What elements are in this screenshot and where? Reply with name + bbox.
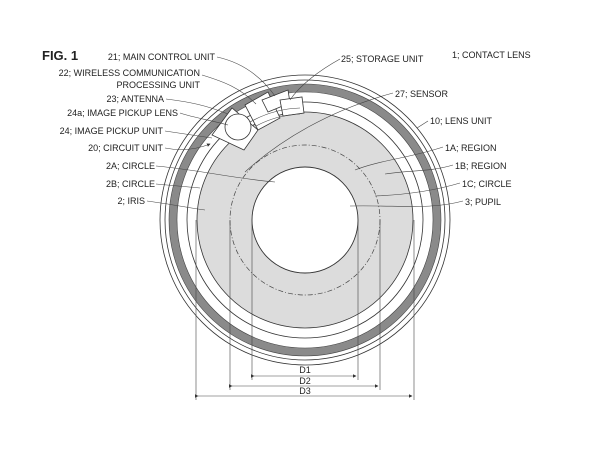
d3-label: D3 bbox=[299, 386, 311, 396]
label-lens-unit: 10; LENS UNIT bbox=[430, 116, 493, 126]
label-wireless-communication: 22; WIRELESS COMMUNICATION bbox=[59, 68, 200, 78]
d1-label: D1 bbox=[299, 365, 311, 375]
leader-lines bbox=[146, 56, 464, 211]
label-iris: 2; IRIS bbox=[117, 196, 145, 206]
circle-2b bbox=[186, 101, 424, 339]
antenna-arc-inner bbox=[255, 113, 301, 127]
d2-label: D2 bbox=[299, 376, 311, 386]
label-circle-2b: 2B; CIRCLE bbox=[106, 179, 155, 189]
antenna-arc bbox=[249, 107, 301, 123]
lens-drawing: D1 D2 D3 bbox=[159, 74, 451, 400]
pupil bbox=[251, 166, 359, 274]
label-processing-unit: PROCESSING UNIT bbox=[116, 80, 200, 90]
dimension-lines: D1 D2 D3 bbox=[195, 220, 415, 400]
labels: FIG. 1 21; MAIN CONTROL UNIT 22; WIRELES… bbox=[42, 48, 531, 207]
label-sensor: 27; SENSOR bbox=[395, 89, 449, 99]
figure-title: FIG. 1 bbox=[42, 48, 78, 63]
label-antenna: 23; ANTENNA bbox=[106, 94, 164, 104]
outer-circle bbox=[159, 74, 451, 366]
label-contact-lens: 1; CONTACT LENS bbox=[452, 50, 531, 60]
label-image-pickup-unit: 24; IMAGE PICKUP UNIT bbox=[60, 126, 164, 136]
label-pupil: 3; PUPIL bbox=[465, 197, 501, 207]
label-region-1b: 1B; REGION bbox=[455, 161, 507, 171]
image-pickup-lens bbox=[224, 113, 252, 141]
label-circle-1c: 1C; CIRCLE bbox=[462, 179, 512, 189]
label-main-control-unit: 21; MAIN CONTROL UNIT bbox=[108, 52, 216, 62]
band-outer-edge bbox=[168, 83, 442, 357]
storage-unit-box bbox=[279, 96, 305, 117]
label-circuit-unit: 20; CIRCUIT UNIT bbox=[88, 143, 163, 153]
lens-unit-circle bbox=[164, 79, 446, 361]
label-storage-unit: 25; STORAGE UNIT bbox=[341, 54, 424, 64]
band-inner-edge bbox=[176, 91, 434, 349]
label-image-pickup-lens: 24a; IMAGE PICKUP LENS bbox=[67, 108, 178, 118]
iris-band bbox=[169, 84, 441, 356]
label-region-1a: 1A; REGION bbox=[445, 143, 497, 153]
label-circle-2a: 2A; CIRCLE bbox=[106, 161, 155, 171]
